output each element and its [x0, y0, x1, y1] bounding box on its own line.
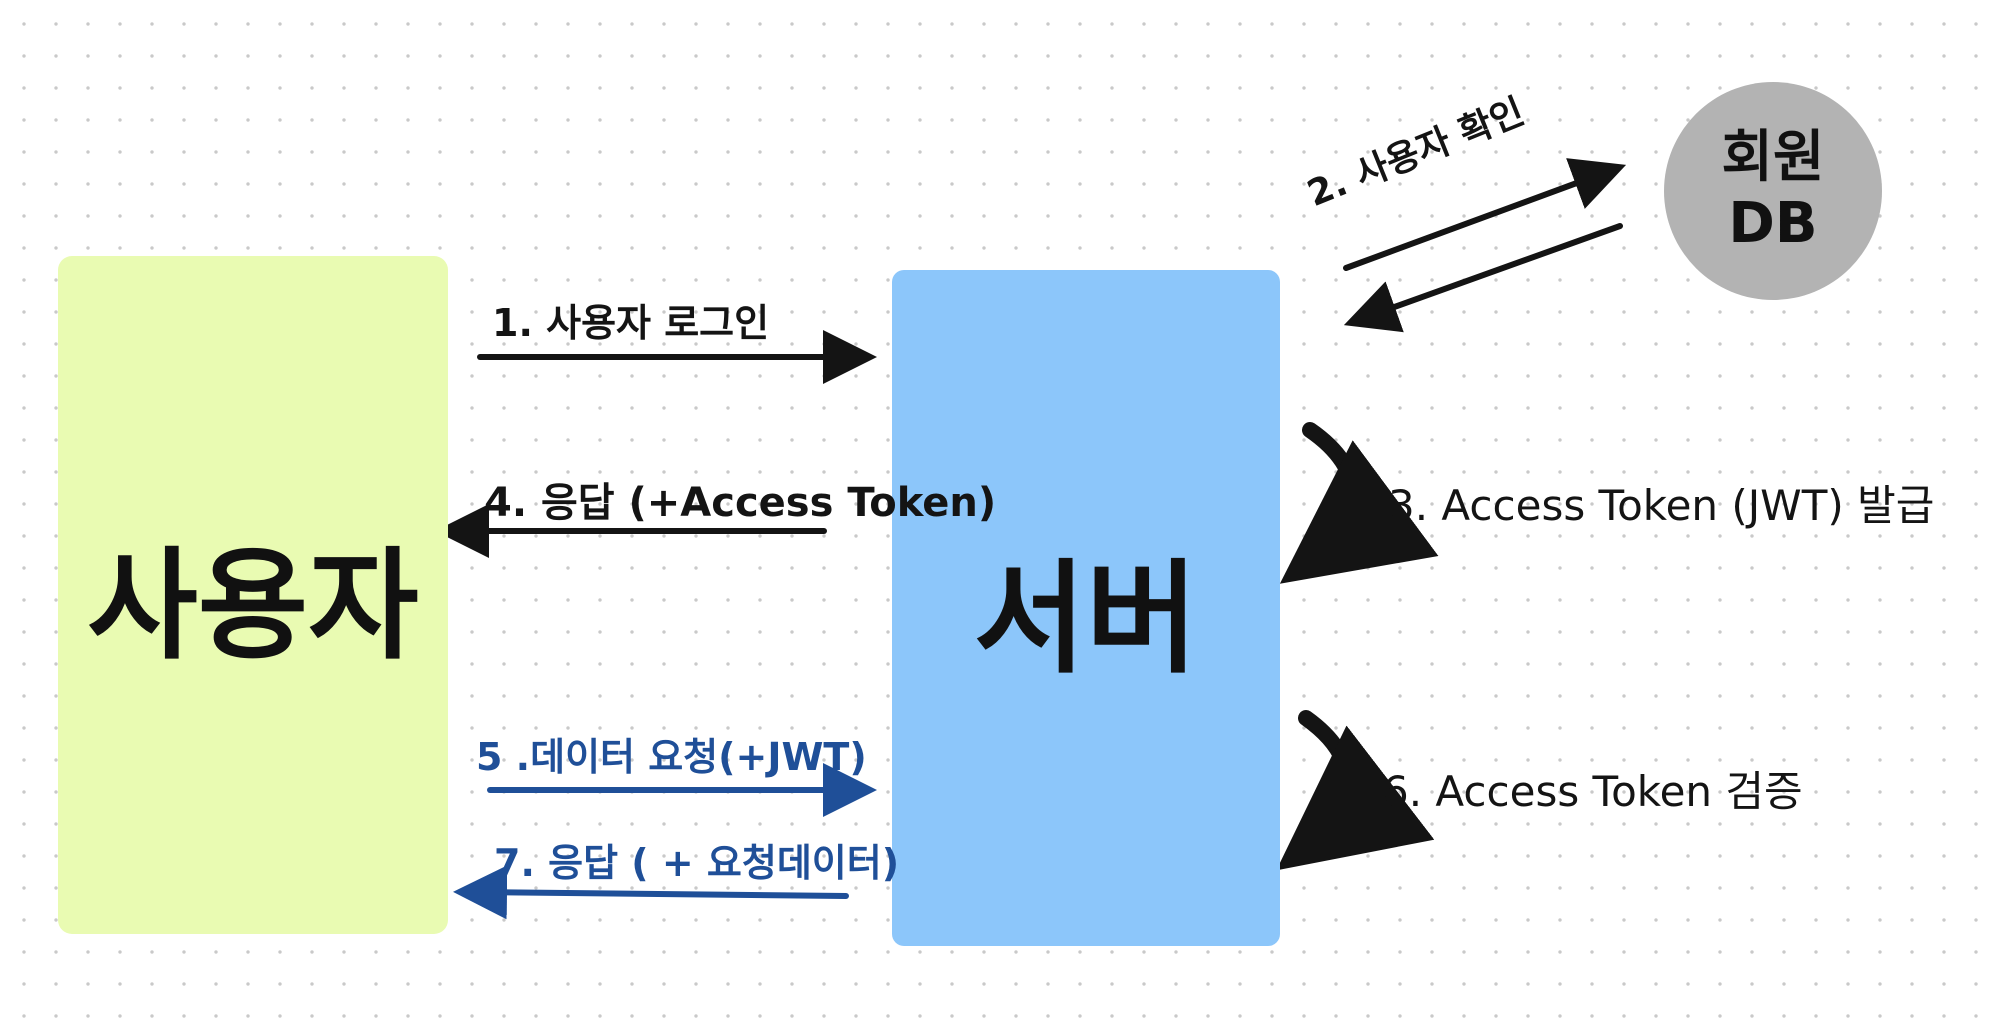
server-node: 서버 — [892, 270, 1280, 946]
step-3-label: 3. Access Token (JWT) 발급 — [1388, 481, 1935, 530]
step-4-label: 4. 응답 (+Access Token) — [484, 480, 997, 526]
db-node-label-line2: DB — [1728, 191, 1818, 256]
user-node: 사용자 — [58, 256, 448, 934]
step-7-label: 7. 응답 ( + 요청데이터) — [494, 841, 900, 885]
user-node-label: 사용자 — [87, 537, 419, 676]
member-db-node: 회원 DB — [1664, 82, 1882, 300]
step-5-label: 5 .데이터 요청(+JWT) — [476, 735, 867, 779]
arrow-check-to-db — [1343, 158, 1627, 271]
step-1-label: 1. 사용자 로그인 — [492, 301, 770, 345]
db-node-label-line1: 회원 — [1721, 125, 1825, 190]
server-node-label: 서버 — [973, 547, 1199, 690]
arrow-db-to-server — [1343, 223, 1623, 333]
arrow-issue-token-curve — [1279, 422, 1439, 584]
arrow-verify-token-curve — [1276, 710, 1435, 871]
step-6-label: 6. Access Token 검증 — [1382, 767, 1803, 816]
arrow-response-data — [453, 865, 849, 920]
